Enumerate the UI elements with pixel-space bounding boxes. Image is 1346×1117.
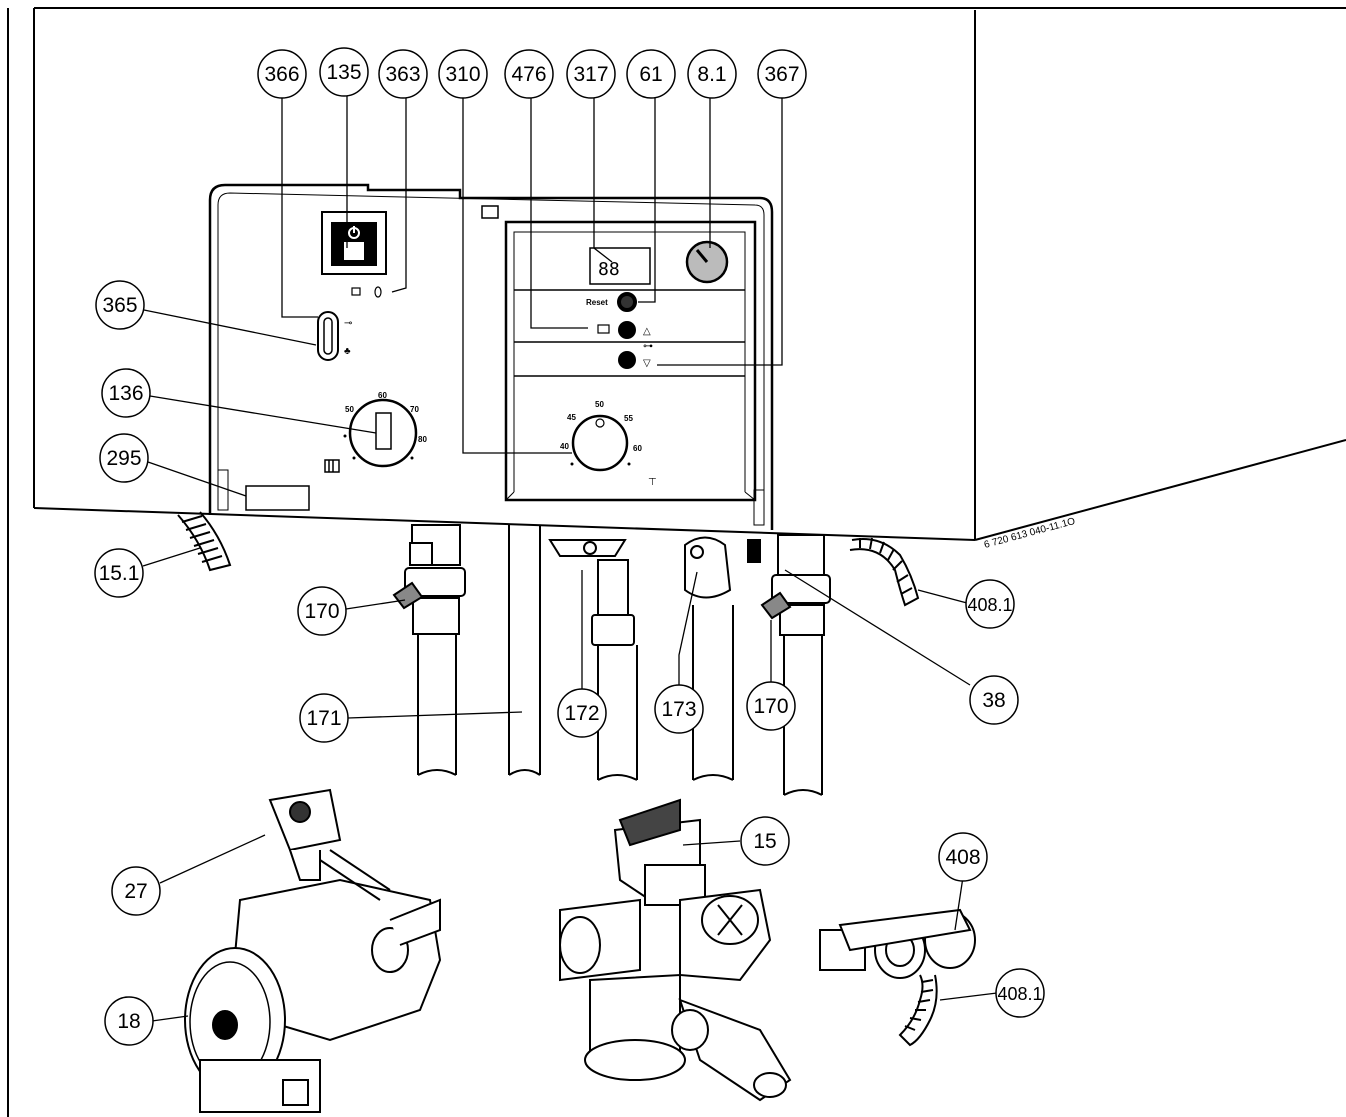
svg-text:173: 173	[661, 698, 696, 721]
callout-317: 317	[566, 49, 616, 99]
svg-text:367: 367	[764, 63, 799, 86]
up-button[interactable]: △	[597, 321, 651, 339]
callout-367: 367	[757, 49, 807, 99]
callout-15: 15	[740, 816, 790, 866]
dhw-dial-tick-60: 60	[633, 444, 642, 453]
callouts: 366 135 363 310 476 317 61 8.1 367 365 1…	[94, 47, 1045, 1046]
tap-icon: ⊤	[648, 477, 657, 488]
svg-text:408.1: 408.1	[997, 984, 1042, 1004]
callout-365: 365	[95, 280, 145, 330]
svg-text:135: 135	[326, 61, 361, 84]
reset-label: Reset	[586, 298, 608, 307]
heating-dial-tick-60: 60	[378, 391, 387, 400]
callout-171: 171	[299, 693, 349, 743]
wrench-icon: ⊸	[344, 318, 352, 329]
svg-text:363: 363	[385, 63, 420, 86]
svg-text:15.1: 15.1	[99, 562, 140, 585]
dhw-temperature-dial[interactable]: 45 50 55 60 40 ⊤	[560, 400, 657, 488]
diverter-valve-assembly	[559, 798, 792, 1102]
info-icon	[597, 324, 610, 334]
callout-173: 173	[654, 684, 704, 734]
callout-170-right: 170	[746, 681, 796, 731]
svg-text:8.1: 8.1	[697, 63, 726, 86]
reset-button[interactable]: Reset	[586, 292, 637, 312]
callout-363: 363	[378, 49, 428, 99]
heating-temperature-dial[interactable]: 50 60 70 80	[324, 391, 427, 473]
callout-170-left: 170	[297, 586, 347, 636]
pump-assembly	[184, 788, 442, 1113]
heating-dial-tick-50: 50	[345, 405, 354, 414]
svg-text:408.1: 408.1	[967, 595, 1012, 615]
callout-476: 476	[504, 49, 554, 99]
down-button[interactable]: ⊶ ▽	[618, 341, 653, 369]
callout-295: 295	[99, 433, 149, 483]
svg-text:38: 38	[982, 689, 1005, 712]
svg-text:317: 317	[573, 63, 608, 86]
callout-15-1: 15.1	[94, 548, 144, 598]
dhw-dial-tick-55: 55	[624, 414, 633, 423]
dhw-dial-tick-40: 40	[560, 442, 569, 451]
callout-135: 135	[319, 47, 369, 97]
display-module	[504, 220, 757, 502]
callout-136: 136	[101, 368, 151, 418]
power-switch[interactable]	[321, 211, 387, 275]
svg-text:170: 170	[304, 600, 339, 623]
callout-8-1: 8.1	[687, 49, 737, 99]
drain-hose-right	[849, 537, 920, 607]
condensate-hose-left	[177, 511, 232, 572]
callout-366: 366	[257, 49, 307, 99]
callout-18: 18	[104, 996, 154, 1046]
svg-text:27: 27	[124, 880, 147, 903]
service-wrench-icon: ⊶	[643, 341, 653, 352]
dhw-dial-tick-50: 50	[595, 400, 604, 409]
svg-text:171: 171	[306, 707, 341, 730]
digital-display: 88	[589, 247, 651, 285]
pressure-gauge	[685, 240, 729, 284]
pipework	[392, 524, 831, 796]
boiler-casing	[7, 7, 1346, 1117]
heating-dial-tick-70: 70	[410, 405, 419, 414]
svg-text:172: 172	[564, 702, 599, 725]
up-arrow-icon: △	[643, 326, 651, 337]
dhw-dial-tick-45: 45	[567, 413, 576, 422]
callout-27: 27	[111, 866, 161, 916]
data-plate	[245, 485, 310, 511]
callout-61: 61	[626, 49, 676, 99]
callout-38: 38	[969, 675, 1019, 725]
callout-310: 310	[438, 49, 488, 99]
svg-text:170: 170	[753, 695, 788, 718]
heating-dial-tick-80: 80	[418, 435, 427, 444]
callout-408: 408	[938, 832, 988, 882]
callout-408-1-top: 408.1	[965, 579, 1015, 629]
status-indicators	[351, 286, 382, 298]
drain-fitting-assembly	[819, 908, 976, 1047]
svg-text:61: 61	[639, 63, 662, 86]
callout-408-1-bottom: 408.1	[995, 968, 1045, 1018]
leader-lines	[142, 92, 998, 1022]
radiator-icon	[324, 459, 340, 473]
svg-text:310: 310	[445, 63, 480, 86]
svg-text:15: 15	[753, 830, 776, 853]
service-switch[interactable]: ⊸ ♣	[317, 311, 352, 361]
svg-text:365: 365	[102, 294, 137, 317]
control-panel	[208, 183, 774, 530]
svg-text:18: 18	[117, 1010, 140, 1033]
callout-172: 172	[557, 688, 607, 738]
display-readout: 88	[598, 259, 620, 280]
svg-text:136: 136	[108, 382, 143, 405]
svg-text:408: 408	[945, 846, 980, 869]
down-arrow-icon: ▽	[643, 358, 651, 369]
svg-text:366: 366	[264, 63, 299, 86]
chimney-sweep-icon: ♣	[344, 346, 351, 357]
svg-text:295: 295	[106, 447, 141, 470]
svg-text:476: 476	[511, 63, 546, 86]
